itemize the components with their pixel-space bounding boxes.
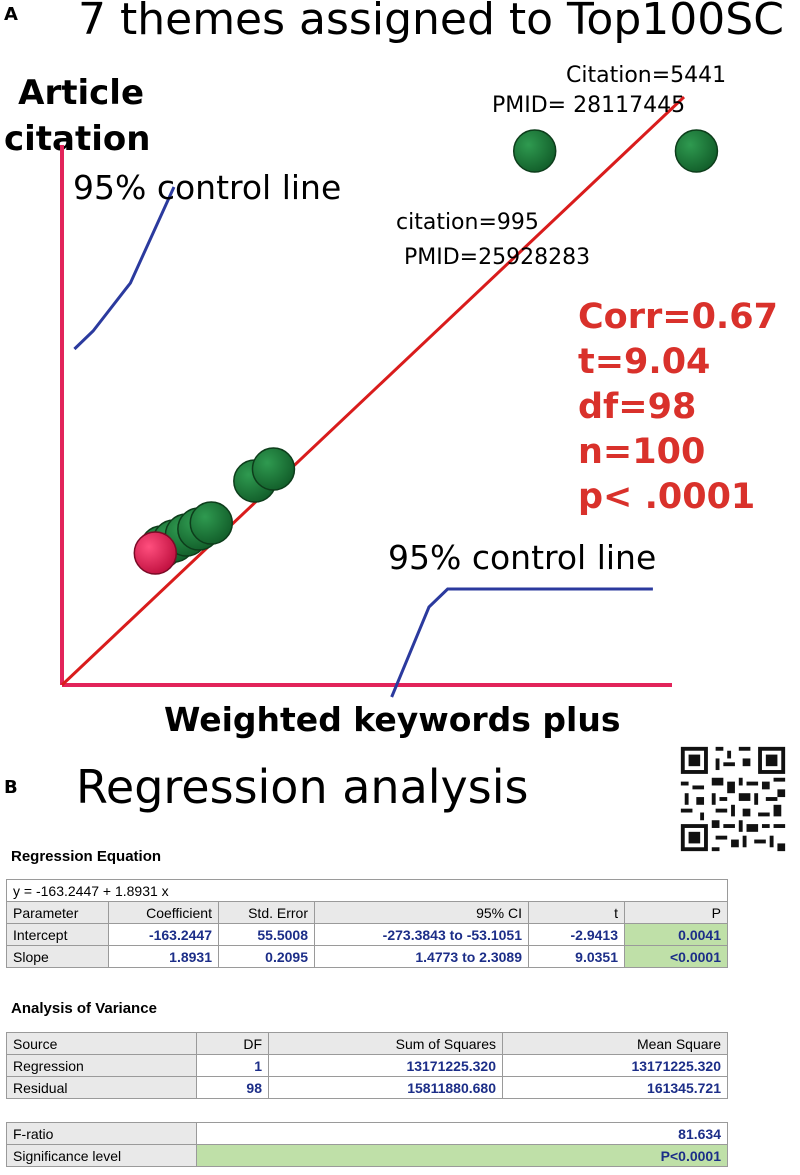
y-axis-label-line1: Article [18,73,144,113]
cell-value: -163.2447 [108,923,219,946]
table-row: Significance level P<0.0001 [6,1144,728,1167]
stat-p: p< .0001 [578,477,756,517]
x-axis-label: Weighted keywords plus [164,700,621,739]
data-point [251,447,296,491]
cell-value: 1.8931 [108,945,219,968]
regression-table: y = -163.2447 + 1.8931 x Parameter Coeff… [6,879,728,968]
regression-title: Regression analysis [76,760,529,814]
data-point [512,129,557,173]
header-coefficient: Coefficient [108,901,219,924]
regression-header-row: Parameter Coefficient Std. Error 95% CI … [6,901,728,924]
lower-control-line-label: 95% control line [388,538,657,577]
data-point [189,501,234,545]
cell-p-value: <0.0001 [624,945,728,968]
cell-value: -2.9413 [528,923,625,946]
row-label-slope: Slope [6,945,109,968]
row-label-intercept: Intercept [6,923,109,946]
data-point [674,129,719,173]
header-sum-of-squares: Sum of Squares [268,1032,503,1055]
cell-value: 1 [196,1054,269,1077]
header-p: P [624,901,728,924]
chart-title: 7 themes assigned to Top100SC [78,0,784,45]
header-t: t [528,901,625,924]
row-label-regression: Regression [6,1054,197,1077]
header-ci: 95% CI [314,901,529,924]
annotation-mid-citation: citation=995 [396,210,539,235]
stat-t: t=9.04 [578,342,711,382]
upper-control-line-label: 95% control line [73,168,342,207]
annotation-mid-pmid: PMID=25928283 [404,245,591,270]
cell-value: 15811880.680 [268,1076,503,1099]
header-std-error: Std. Error [218,901,315,924]
stat-corr: Corr=0.67 [578,297,778,337]
upper-control-line [73,186,176,351]
panel-a-letter: A [4,4,18,25]
row-label-residual: Residual [6,1076,197,1099]
scatter-plot [60,95,719,698]
fratio-value: 81.634 [196,1122,728,1145]
header-df: DF [196,1032,269,1055]
header-source: Source [6,1032,197,1055]
cell-value: -273.3843 to -53.1051 [314,923,529,946]
annotation-top-citation: Citation=5441 [566,63,727,88]
highlight-data-point [133,531,178,575]
significance-label: Significance level [6,1144,197,1167]
significance-value: P<0.0001 [196,1144,728,1167]
cell-p-value: 0.0041 [624,923,728,946]
cell-value: 13171225.320 [268,1054,503,1077]
header-parameter: Parameter [6,901,109,924]
anova-table: Source DF Sum of Squares Mean Square Reg… [6,1032,728,1099]
cell-value: 161345.721 [502,1076,728,1099]
regression-equation-title: Regression Equation [11,848,162,865]
lower-control-line [390,587,653,698]
fratio-label: F-ratio [6,1122,197,1145]
equation-cell: y = -163.2447 + 1.8931 x [6,879,728,902]
equation-row: y = -163.2447 + 1.8931 x [6,879,728,902]
cell-value: 9.0351 [528,945,625,968]
qr-code [676,743,790,855]
cell-value: 55.5008 [218,923,315,946]
stat-n: n=100 [578,432,706,472]
table-row: Regression 1 13171225.320 13171225.320 [6,1054,728,1077]
anova-header-row: Source DF Sum of Squares Mean Square [6,1032,728,1055]
cell-value: 98 [196,1076,269,1099]
panel-b-letter: B [4,777,18,798]
regression-fit-line [60,95,686,687]
anova-title: Analysis of Variance [11,1000,157,1017]
y-axis-label: Article citation [4,70,151,162]
cell-value: 13171225.320 [502,1054,728,1077]
y-axis-label-line2: citation [4,119,151,159]
cell-value: 0.2095 [218,945,315,968]
table-row: Intercept -163.2447 55.5008 -273.3843 to… [6,923,728,946]
stat-df: df=98 [578,387,697,427]
table-row: Residual 98 15811880.680 161345.721 [6,1076,728,1099]
annotation-top-pmid: PMID= 28117445 [492,93,686,118]
header-mean-square: Mean Square [502,1032,728,1055]
fratio-table: F-ratio 81.634 Significance level P<0.00… [6,1122,728,1167]
cell-value: 1.4773 to 2.3089 [314,945,529,968]
table-row: Slope 1.8931 0.2095 1.4773 to 2.3089 9.0… [6,945,728,968]
table-row: F-ratio 81.634 [6,1122,728,1145]
stats-block: Corr=0.67 t=9.04 df=98 n=100 p< .0001 [578,295,778,520]
